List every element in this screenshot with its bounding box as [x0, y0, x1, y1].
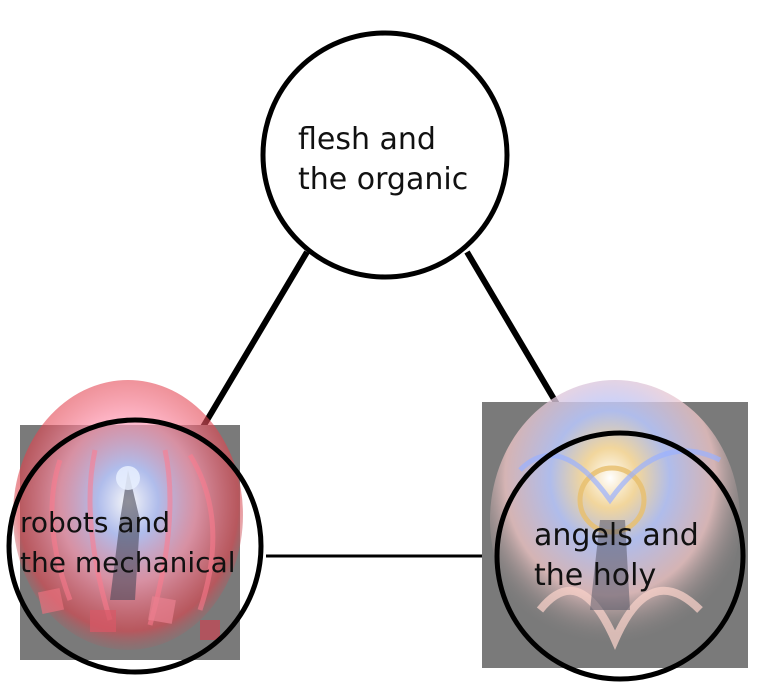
angels-image	[482, 380, 748, 668]
edge-flesh-robots	[197, 250, 310, 434]
node-label-line: the mechanical	[20, 546, 236, 579]
node-label-robots: robots and the mechanical	[20, 503, 236, 583]
node-label-line: the organic	[298, 162, 469, 197]
robots-image	[13, 380, 243, 660]
node-label-flesh: flesh and the organic	[298, 120, 468, 200]
node-label-line: robots and	[20, 506, 171, 539]
node-circle-robots	[6, 417, 264, 675]
node-label-line: flesh and	[298, 122, 436, 157]
node-label-line: angels and	[534, 518, 699, 553]
node-label-angels: angels and the holy	[534, 516, 699, 596]
node-label-line: the holy	[534, 558, 657, 593]
node-circle-angels	[494, 430, 746, 682]
node-circle-flesh	[260, 30, 510, 280]
